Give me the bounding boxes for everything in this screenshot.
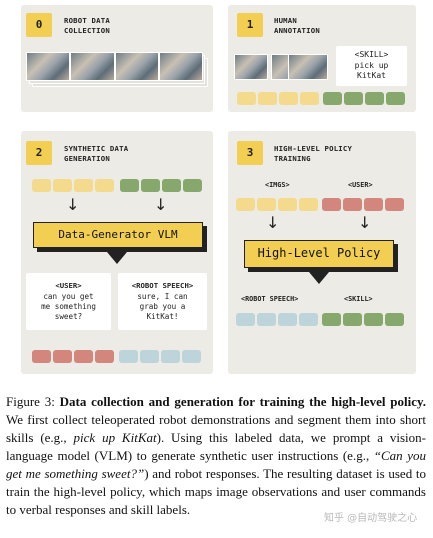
chip [299, 313, 318, 326]
chip [364, 198, 383, 211]
chip [141, 179, 160, 192]
chip [299, 198, 318, 211]
chip [343, 313, 362, 326]
chip [53, 350, 72, 363]
skill-label: <SKILL> [344, 295, 373, 303]
panel-high-level-policy-training: 3 HIGH-LEVEL POLICY TRAINING <IMGS> <USE… [228, 131, 416, 374]
chip [32, 179, 51, 192]
panel-robot-data-collection: 0 ROBOT DATA COLLECTION [21, 5, 213, 112]
imgs-label: <IMGS> [265, 181, 290, 189]
chip [119, 350, 138, 363]
robot-photo-4 [159, 52, 203, 81]
robot-photo-2 [70, 52, 115, 81]
down-arrow-icon: ↓ [154, 195, 168, 214]
caption-title: Data collection and generation for train… [59, 394, 426, 409]
figure-label: Figure 3: [6, 394, 55, 409]
chip [236, 198, 255, 211]
step-badge-2: 2 [26, 141, 52, 165]
chip [237, 92, 256, 105]
chip [300, 92, 319, 105]
caption-text: We first collect teleoperated robot demo… [6, 412, 426, 445]
panel-title-1: HUMAN ANNOTATION [274, 16, 320, 35]
down-arrow-icon: ↓ [266, 213, 280, 232]
chip [257, 313, 276, 326]
user-card: <USER> can you get me something sweet? [26, 273, 111, 330]
panel-title-0: ROBOT DATA COLLECTION [64, 16, 110, 35]
annotated-photo-1 [234, 54, 268, 80]
chip [385, 313, 404, 326]
chip [385, 198, 404, 211]
chip [322, 198, 341, 211]
chip [323, 92, 342, 105]
chip [95, 350, 114, 363]
output-arrowhead [309, 272, 329, 284]
caption-text: ). Using this labeled data, we prompt a … [6, 430, 426, 463]
chip [74, 350, 93, 363]
chip [322, 313, 341, 326]
panel-title-2: SYNTHETIC DATA GENERATION [64, 144, 129, 163]
chip [257, 198, 276, 211]
chip [120, 179, 139, 192]
chip [183, 179, 202, 192]
robot-speech-label: <ROBOT SPEECH> [241, 295, 299, 303]
chip [140, 350, 159, 363]
panel-title-3: HIGH-LEVEL POLICY TRAINING [274, 144, 353, 163]
down-arrow-icon: ↓ [66, 195, 80, 214]
chip [74, 179, 93, 192]
chip [95, 179, 114, 192]
chip [258, 92, 277, 105]
watermark: 知乎 @自动驾驶之心 [324, 513, 418, 524]
robot-speech-card: <ROBOT SPEECH> sure, I can grab you a Ki… [118, 273, 207, 330]
chip [278, 198, 297, 211]
user-card-tag: <USER> [55, 281, 82, 290]
chip [279, 92, 298, 105]
chip [162, 179, 181, 192]
chip [32, 350, 51, 363]
data-generator-vlm-box: Data-Generator VLM [33, 222, 203, 248]
chip [236, 313, 255, 326]
chip [278, 313, 297, 326]
step-badge-1: 1 [237, 13, 263, 37]
step-badge-3: 3 [237, 141, 263, 165]
caption-example-skill: pick up KitKat [73, 430, 157, 445]
chip [386, 92, 405, 105]
down-arrow-icon: ↓ [358, 213, 372, 232]
chip [53, 179, 72, 192]
caption-example-instruction: “Can you get me something sweet?” [6, 448, 426, 481]
high-level-policy-box: High-Level Policy [244, 240, 394, 268]
figure-caption: Figure 3: Data collection and generation… [6, 393, 426, 519]
chip [344, 92, 363, 105]
chip [365, 92, 384, 105]
skill-annotation-card: <SKILL> pick up KitKat [336, 46, 407, 86]
panel-human-annotation: 1 HUMAN ANNOTATION <SKILL> pick up KitKa… [228, 5, 416, 112]
chip [364, 313, 383, 326]
step-badge-0: 0 [26, 13, 52, 37]
user-label: <USER> [348, 181, 373, 189]
chip [161, 350, 180, 363]
robot-speech-card-text: sure, I can grab you a KitKat! [137, 292, 188, 321]
user-card-text: can you get me something sweet? [41, 292, 96, 321]
annotated-photo-3 [288, 54, 328, 80]
caption-text: ) and robot responses. The resulting dat… [6, 466, 427, 517]
panel-synthetic-data-generation: 2 SYNTHETIC DATA GENERATION ↓ ↓ Data-Gen… [21, 131, 213, 374]
output-arrowhead [107, 252, 127, 264]
chip [182, 350, 201, 363]
chip [343, 198, 362, 211]
robot-speech-card-tag: <ROBOT SPEECH> [131, 281, 194, 290]
robot-photo-3 [115, 52, 159, 81]
robot-photo-1 [26, 52, 70, 81]
skill-annotation-text: <SKILL> pick up KitKat [354, 50, 389, 80]
